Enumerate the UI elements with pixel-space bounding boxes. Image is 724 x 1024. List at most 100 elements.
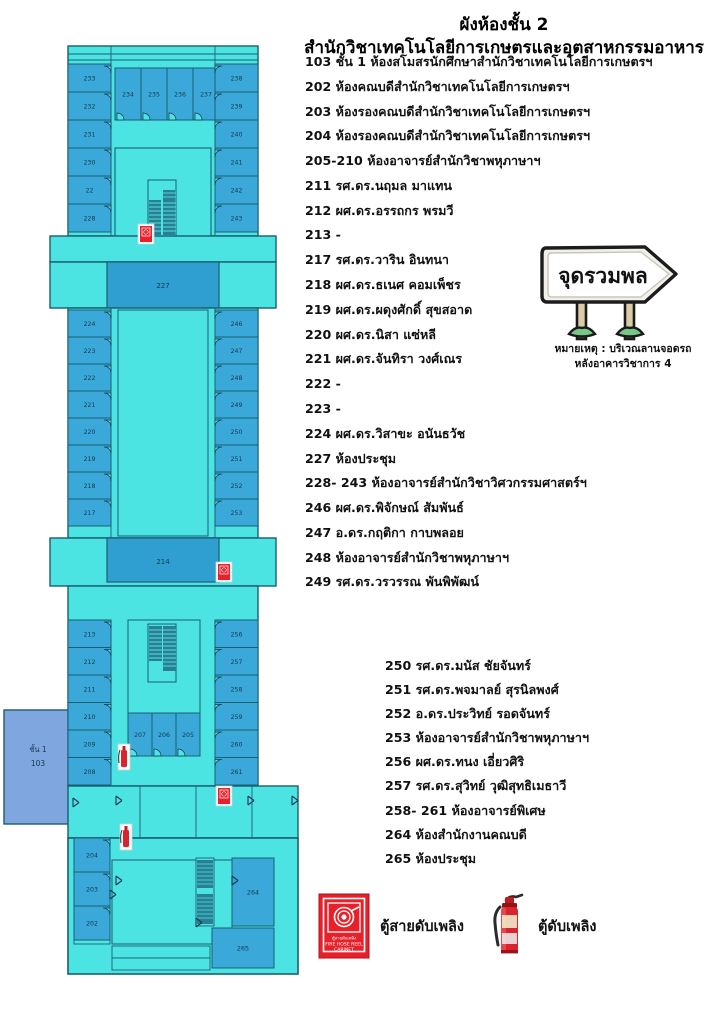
door-icon [214,177,223,186]
plan-room-label-250: 250 [231,429,243,436]
plan-room-label-212: 212 [84,659,96,666]
room-entry-11: 220 ผศ.ดร.นิสา แซ่หลี [305,326,436,342]
stairs-bottom [195,857,215,927]
door-icon [103,676,112,685]
room-directory-primary: 103 ชั้น 1 ห้องสโมสรนักศึกษาสำนักวิชาเทค… [305,55,720,601]
plan-room-260 [214,729,259,758]
plan-room-label-248: 248 [231,375,243,382]
plan-room-209 [67,729,112,758]
plan-room-label-230: 230 [84,160,96,167]
plan-room-257 [214,647,259,676]
plan-room-241 [214,147,259,177]
plan-room-label-258: 258 [231,686,243,693]
door-icon [214,649,223,657]
door-icon [103,473,112,482]
door-icon [103,500,112,509]
door-icon [214,311,223,320]
plan-room-label-236: 236 [174,91,186,98]
legend-item-fire-extinguisher: ตู้ดับเพลิง [490,891,597,961]
door-icon [214,731,223,740]
plan-room-label-221: 221 [84,402,96,409]
door-icon [103,392,112,401]
plan-room-258 [214,674,259,703]
plan-room-label-208: 208 [84,769,96,776]
door-icon [214,676,223,685]
door-icon [142,112,151,121]
stairs-top [147,179,177,237]
plan-room-231 [67,119,112,149]
room-entry-13: 222 - [305,376,341,392]
svg-text:FIRE HOSE REEL: FIRE HOSE REEL [325,942,363,948]
door-icon [214,704,223,712]
door-icon [214,446,223,455]
door-icon [103,121,112,130]
door-icon [195,917,203,928]
plan-room-label-257: 257 [231,659,243,666]
room-entry-14: 223 - [305,400,341,416]
door-icon [103,759,112,767]
page-header: ผังห้องชั้น 2 สำนักวิชาเทคโนโลยีการเกษตร… [290,14,718,60]
room-entry-2-2: 252 อ.ดร.ประวิทย์ รอดจันทร์ [385,706,550,722]
plan-room-label-233: 233 [84,76,96,83]
plan-block-floor1: ชั้น 1 103 [3,709,73,825]
door-icon [103,93,112,102]
door-icon [291,795,299,806]
plan-room-label-228: 228 [84,216,96,223]
door-icon [214,473,223,482]
plan-room-206 [151,712,177,757]
door-symbols [72,795,299,928]
room-entry-2-0: 250 รศ.ดร.มนัส ชัยจันทร์ [385,658,531,673]
plan-room-253 [214,498,259,527]
plan-room-243 [214,203,259,233]
door-icon [103,446,112,455]
room-entry-2-3: 253 ห้องอาจารย์สำนักวิชาพหุภาษาฯ [385,730,590,746]
room-directory-secondary: 250 รศ.ดร.มนัส ชัยจันทร์ 251 รศ.ดร.พจมาลย… [385,658,720,877]
room-entry-2: 203 ห้องรองคณบดีสำนักวิชาเทคโนโลยีการเกษ… [305,103,591,119]
plan-room-251 [214,444,259,473]
plan-room-230 [67,147,112,177]
plan-room-label-252: 252 [231,483,243,490]
plan-room-label-253: 253 [231,510,243,517]
assembly-note-line1: หมายเหตุ : บริเวณลานจอดรถ [554,343,692,355]
door-icon [115,875,123,886]
door-icon [214,205,223,214]
room-entry-5: 211 รศ.ดร.นฤมล มาแทน [305,177,452,193]
plan-room-211 [67,674,112,703]
door-icon [214,338,223,347]
door-icon [214,500,223,509]
door-icon [103,704,112,712]
room-entry-2-1: 251 รศ.ดร.พจมาลย์ สุรนิลพงศ์ [385,682,559,698]
door-icon [116,112,125,121]
room-entry-19: 247 อ.ดร.กฤติกา กาบพลอย [305,524,464,540]
plan-room-label-204: 204 [86,853,98,860]
door-icon [214,419,223,428]
room-entry-1: 202 ห้องคณบดีสำนักวิชาเทคโนโลยีการเกษตรฯ [305,78,570,94]
room-entry-2-6: 258- 261 ห้องอาจารย์พิเศษ [385,802,546,818]
plan-room-label-256: 256 [231,631,243,638]
door-icon [214,365,223,374]
plan-room-249 [214,390,259,419]
plan-room-233 [67,63,112,93]
door-icon [103,419,112,428]
plan-room-238 [214,63,259,93]
plan-room-259 [214,702,259,731]
svg-text:ชั้น 1: ชั้น 1 [29,744,47,754]
door-icon [247,795,255,806]
plan-room-label-231: 231 [84,132,96,139]
door-icon [214,759,223,767]
plan-room-250 [214,417,259,446]
plan-room-217 [67,498,112,527]
door-icon [103,205,112,214]
room-entry-2-4: 256 ผศ.ดร.ทนง เอี่ยวศิริ [385,754,525,770]
plan-room-label-206: 206 [158,732,170,739]
door-icon [102,839,111,848]
room-entry-2-7: 264 ห้องสำนักงานคณบดี [385,826,527,842]
plan-room-label-213: 213 [84,631,96,638]
door-icon [214,621,223,630]
door-icon [214,121,223,130]
room-entry-18: 246 ผศ.ดร.พิจักษณ์ สัมพันธ์ [305,500,464,516]
room-entry-6: 212 ผศ.ดร.อรรถกร พรมวี [305,202,454,218]
door-icon [153,748,162,757]
door-icon [109,889,117,900]
door-icon [168,112,177,121]
